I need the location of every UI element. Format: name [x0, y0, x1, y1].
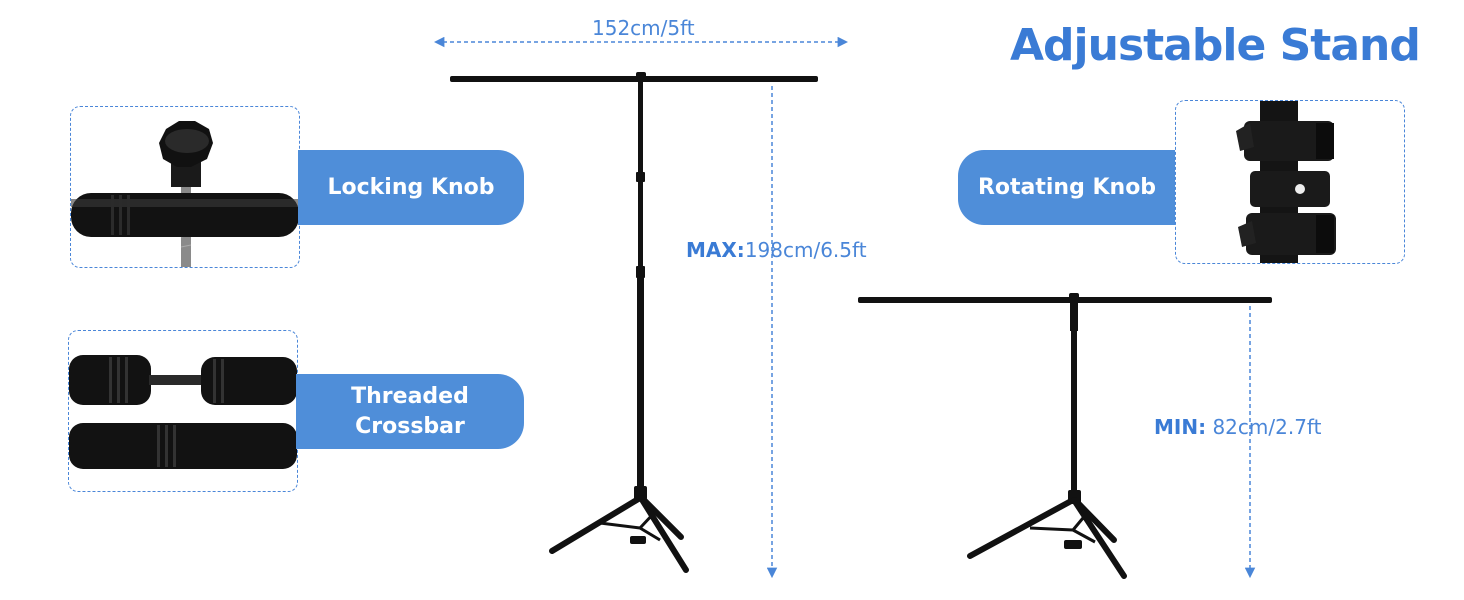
tall-stand [450, 72, 818, 573]
threaded-crossbar-text-line1: Threaded [351, 383, 469, 409]
min-height-label: MIN: 82cm/2.7ft [1154, 415, 1321, 439]
min-value: 82cm/2.7ft [1206, 415, 1322, 439]
threaded-crossbar-text-line2: Crossbar [355, 413, 465, 439]
max-height-label: MAX:198cm/6.5ft [686, 238, 867, 262]
locking-knob-icon [71, 121, 299, 267]
threaded-crossbar-icon [69, 355, 297, 469]
locking-knob-label: Locking Knob [298, 150, 524, 225]
width-label: 152cm/5ft [592, 16, 695, 40]
rotating-knob-text: Rotating Knob [977, 174, 1157, 200]
rotating-knob-icon [1236, 101, 1336, 263]
locking-knob-text: Locking Knob [327, 174, 495, 200]
threaded-crossbar-label: Threaded Crossbar [296, 374, 524, 449]
rotating-knob-image [1175, 100, 1405, 264]
min-prefix: MIN: [1154, 415, 1207, 439]
locking-knob-image [70, 106, 300, 268]
short-stand [858, 293, 1272, 579]
threaded-crossbar-image [68, 330, 298, 492]
max-prefix: MAX: [686, 238, 745, 262]
max-value: 198cm/6.5ft [744, 238, 867, 262]
page-title: Adjustable Stand [1010, 20, 1421, 71]
rotating-knob-label: Rotating Knob [958, 150, 1176, 225]
